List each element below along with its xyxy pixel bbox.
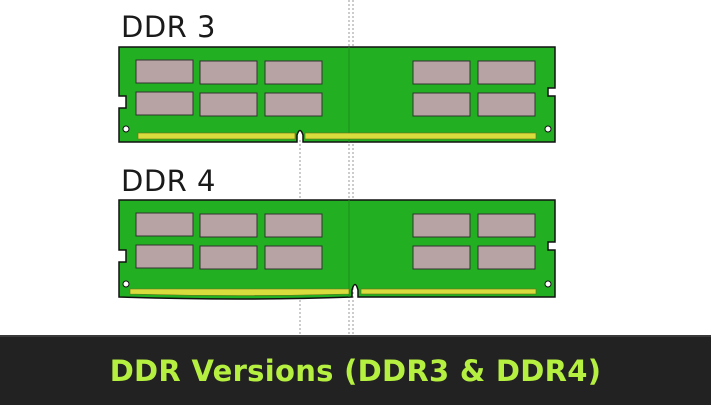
ddr4-chips bbox=[135, 212, 536, 270]
ddr3-chips bbox=[135, 59, 536, 117]
ddr4-module bbox=[118, 199, 556, 300]
caption-bar: DDR Versions (DDR3 & DDR4) bbox=[0, 335, 711, 405]
ddr3-module bbox=[118, 46, 556, 143]
ram-diagram: DDR 3 DDR 4 bbox=[118, 0, 556, 335]
ddr3-label: DDR 3 bbox=[121, 10, 216, 44]
ddr4-contacts bbox=[129, 288, 537, 296]
caption-title: DDR Versions (DDR3 & DDR4) bbox=[109, 354, 602, 388]
ddr4-label: DDR 4 bbox=[121, 164, 216, 198]
ram-modules-svg bbox=[118, 0, 556, 335]
ddr3-contacts bbox=[137, 132, 537, 140]
